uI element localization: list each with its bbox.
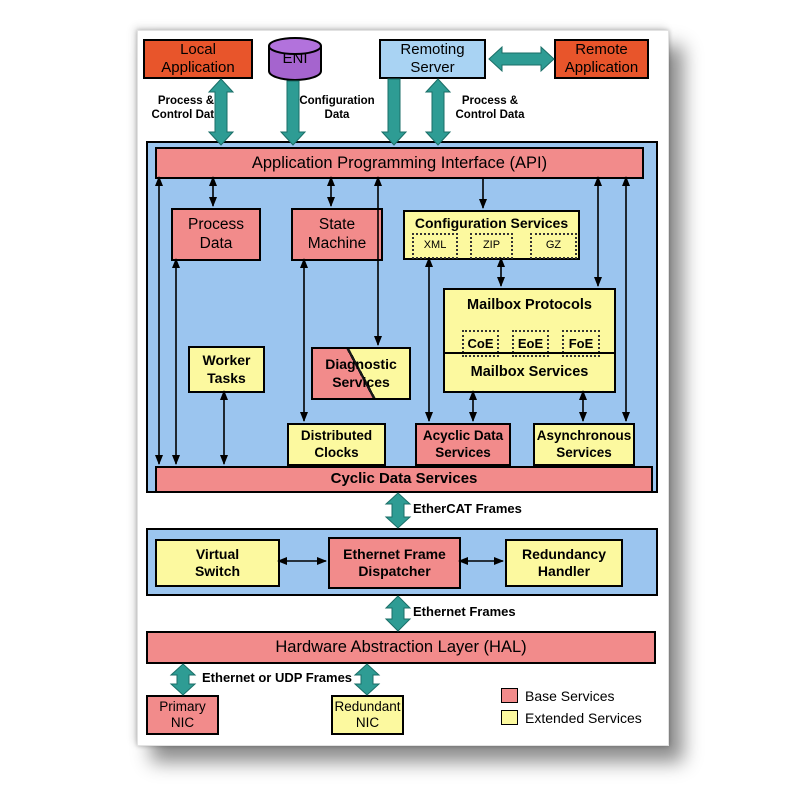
arrow-ethernet-frames [384, 595, 412, 632]
arrow-hal-redundant-nic [353, 663, 381, 696]
redundancy-handler-box: Redundancy Handler [505, 539, 623, 587]
remoting-server-box: Remoting Server [379, 39, 486, 79]
base-services-swatch [501, 688, 518, 703]
cyclic-data-services-bar: Cyclic Data Services [155, 466, 653, 493]
mailbox-services-section: Mailbox Services [445, 352, 614, 391]
arrow-hal-primary-nic [169, 663, 197, 696]
eni-database-cylinder: ENI [266, 35, 324, 83]
ethernet-udp-frames-label: Ethernet or UDP Frames [202, 670, 353, 685]
xml-subbox: XML [412, 233, 458, 259]
local-application-box: Local Application [143, 39, 253, 79]
coe-subbox: CoE [462, 330, 499, 357]
state-machine-box: State Machine [291, 208, 383, 261]
legend: Base Services Extended Services [501, 687, 642, 731]
diagram-page: Local Application ENI Remoting Server Re… [137, 30, 669, 746]
foe-subbox: FoE [562, 330, 600, 357]
distributed-clocks-box: Distributed Clocks [287, 423, 386, 466]
gz-subbox: GZ [530, 233, 577, 259]
ethernet-frames-label: Ethernet Frames [413, 604, 516, 619]
eni-label: ENI [282, 50, 308, 67]
api-services-container: Application Programming Interface (API) … [146, 141, 658, 493]
virtual-switch-box: Virtual Switch [155, 539, 280, 587]
base-services-label: Base Services [525, 687, 615, 704]
extended-services-label: Extended Services [525, 709, 642, 726]
remote-application-box: Remote Application [554, 39, 649, 79]
legend-row-base: Base Services [501, 687, 642, 704]
eoe-subbox: EoE [512, 330, 549, 357]
arrow-ethercat-frames [384, 492, 412, 529]
ethercat-frames-label: EtherCAT Frames [413, 501, 522, 516]
api-bar: Application Programming Interface (API) [155, 147, 644, 179]
arrow-remoting-remote-application [488, 45, 555, 73]
extended-services-swatch [501, 710, 518, 725]
process-control-data-label-right: Process & Control Data [455, 95, 525, 122]
mailbox-protocols-title: Mailbox Protocols [467, 297, 592, 313]
configuration-services-box: Configuration Services XML ZIP GZ [403, 210, 580, 260]
configuration-data-label: Configuration Data [299, 95, 375, 122]
diagnostic-services-box: Diagnostic Services [311, 347, 411, 400]
configuration-services-title: Configuration Services [414, 215, 569, 231]
primary-nic-box: Primary NIC [146, 695, 219, 735]
ethernet-frame-dispatcher-box: Ethernet Frame Dispatcher [328, 537, 461, 589]
process-data-box: Process Data [171, 208, 261, 261]
redundant-nic-box: Redundant NIC [331, 695, 404, 735]
legend-row-extended: Extended Services [501, 709, 642, 726]
process-control-data-label-left: Process & Control Data [151, 95, 221, 122]
zip-subbox: ZIP [470, 233, 513, 259]
frame-dispatch-container: Virtual Switch Ethernet Frame Dispatcher… [146, 528, 658, 596]
acyclic-data-services-box: Acyclic Data Services [415, 423, 511, 466]
asynchronous-services-box: Asynchronous Services [533, 423, 635, 466]
worker-tasks-box: Worker Tasks [188, 346, 265, 393]
hal-bar: Hardware Abstraction Layer (HAL) [146, 631, 656, 664]
mailbox-box: Mailbox Protocols CoE EoE FoE Mailbox Se… [443, 288, 616, 393]
